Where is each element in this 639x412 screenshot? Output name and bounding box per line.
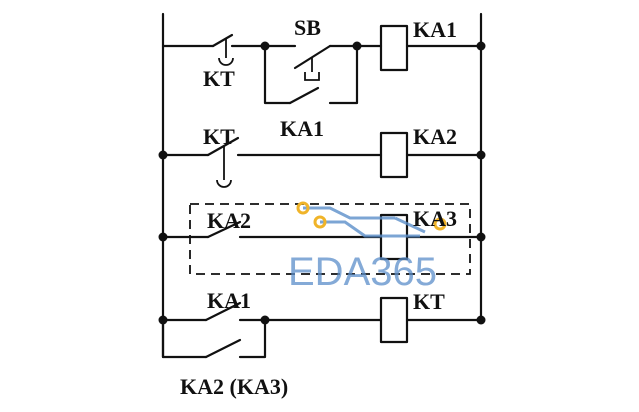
ka1-contact-2 <box>204 301 242 322</box>
label-ka1-coil: KA1 <box>413 17 457 42</box>
label-kt-contact-2: KT <box>203 124 235 149</box>
label-ka2-coil: KA2 <box>413 124 457 149</box>
sb-pushbutton <box>263 44 359 81</box>
label-ka1-contact-2: KA1 <box>207 288 251 313</box>
optional-dashed-box <box>189 203 471 275</box>
kt-coil <box>379 296 409 344</box>
label-kt-coil: KT <box>413 289 445 314</box>
label-kt-contact-1: KT <box>203 66 235 91</box>
junction-dot <box>476 41 486 51</box>
rung-2 <box>158 131 486 188</box>
ka2-contact <box>206 220 242 239</box>
junction-dot <box>476 315 486 325</box>
watermark-node-icon <box>433 217 447 231</box>
rung-4 <box>158 296 486 359</box>
junction-dot <box>476 150 486 160</box>
ka1-coil <box>379 24 409 72</box>
watermark-node-icon <box>313 215 327 229</box>
watermark-text: EDA365 <box>288 250 437 294</box>
label-ka1-contact-1: KA1 <box>280 116 324 141</box>
label-ka2-contact: KA2 <box>207 208 251 233</box>
ka2-ka3-parallel-contacts <box>161 318 267 359</box>
watermark: EDA365 <box>288 201 447 294</box>
ka1-holding-branch <box>263 44 359 105</box>
watermark-node-icon <box>296 201 310 215</box>
label-ka3-coil: KA3 <box>413 206 457 231</box>
ka2-coil <box>379 131 409 179</box>
label-ka2-ka3-contacts: KA2 (KA3) <box>180 374 288 399</box>
rung-1 <box>161 24 486 105</box>
junction-dot <box>476 232 486 242</box>
kt-delay-contact-2 <box>206 136 383 188</box>
kt-delay-contact-1 <box>211 33 264 66</box>
label-sb: SB <box>294 15 321 40</box>
